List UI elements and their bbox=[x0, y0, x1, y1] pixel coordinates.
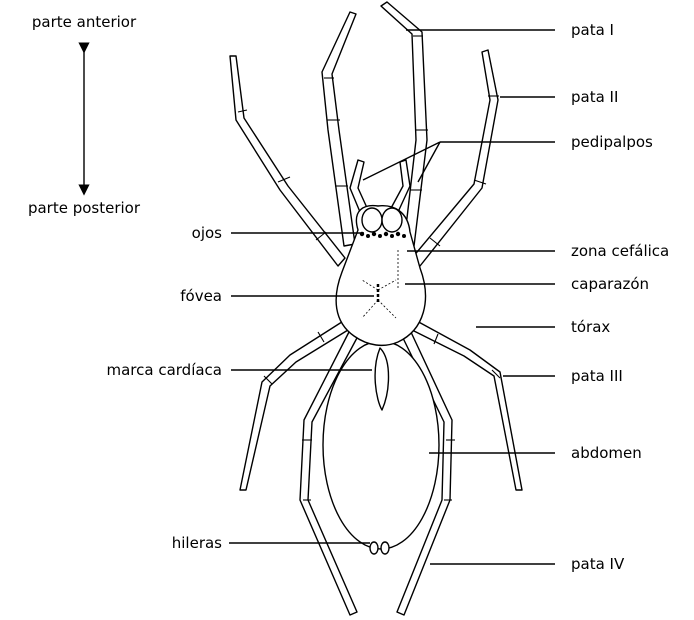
anterior-label: parte anterior bbox=[32, 13, 137, 31]
label-ojos: ojos bbox=[192, 224, 223, 242]
label-fovea: fóvea bbox=[180, 287, 222, 305]
label-pata-ii: pata II bbox=[571, 88, 618, 106]
label-pedipalpos: pedipalpos bbox=[571, 133, 653, 151]
spider-illustration bbox=[230, 2, 522, 615]
label-pata-iii: pata III bbox=[571, 367, 623, 385]
chelicera-right bbox=[382, 208, 402, 232]
label-torax: tórax bbox=[571, 318, 610, 336]
orientation-indicator: parte anterior parte posterior bbox=[28, 13, 141, 217]
label-zona-cefalica: zona cefálica bbox=[571, 242, 669, 260]
leg-i-left bbox=[322, 12, 356, 246]
label-pata-iv: pata IV bbox=[571, 555, 625, 573]
pedipalps bbox=[350, 160, 410, 212]
posterior-label: parte posterior bbox=[28, 199, 141, 217]
label-hileras: hileras bbox=[172, 534, 222, 552]
label-abdomen: abdomen bbox=[571, 444, 642, 462]
label-pata-i: pata I bbox=[571, 21, 614, 39]
label-marca-cardiaca: marca cardíaca bbox=[106, 361, 222, 379]
label-caparazon: caparazón bbox=[571, 275, 649, 293]
chelicera-left bbox=[362, 208, 382, 232]
